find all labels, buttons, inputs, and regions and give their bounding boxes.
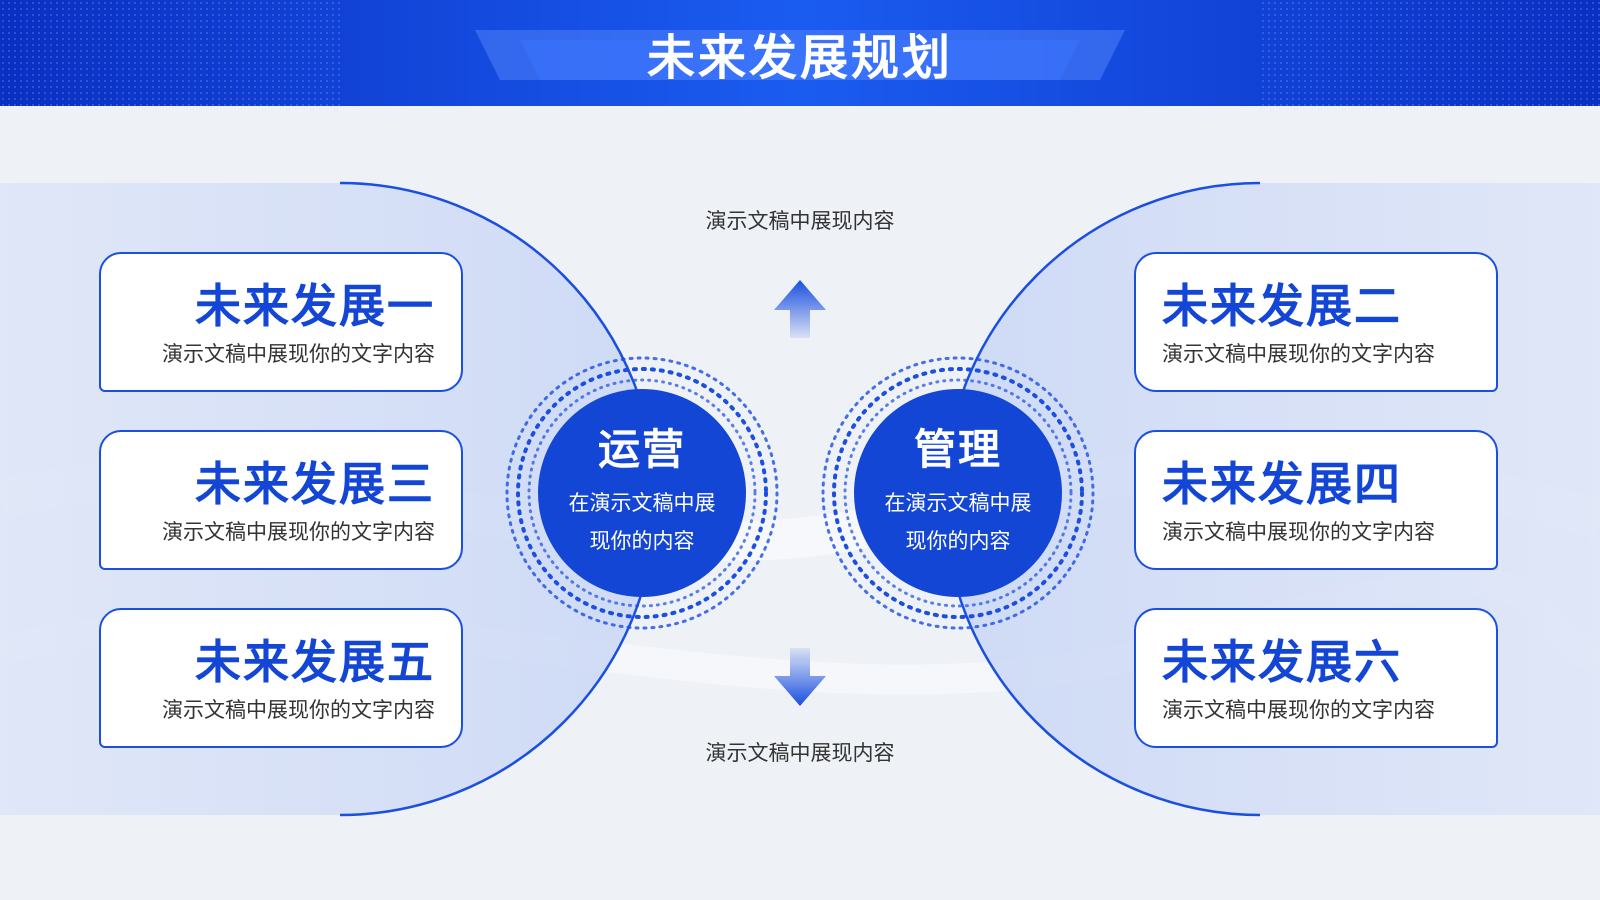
card-title: 未来发展一 (195, 279, 435, 333)
hub-operations-graphic (505, 356, 779, 630)
hub-operations: 运营 在演示文稿中展 现你的内容 (537, 424, 747, 560)
hub-management-graphic (821, 356, 1095, 630)
card-title: 未来发展三 (195, 457, 435, 511)
hub-desc-line1: 在演示文稿中展 (884, 491, 1032, 515)
card-development-5: 未来发展五 演示文稿中展现你的文字内容 (99, 608, 463, 748)
card-title: 未来发展二 (1162, 279, 1402, 333)
hub-management: 管理 在演示文稿中展 现你的内容 (853, 424, 1063, 560)
top-caption: 演示文稿中展现内容 (705, 209, 895, 233)
card-desc: 演示文稿中展现你的文字内容 (1162, 698, 1435, 722)
card-title: 未来发展四 (1162, 457, 1402, 511)
card-development-6: 未来发展六 演示文稿中展现你的文字内容 (1134, 608, 1498, 748)
bottom-caption: 演示文稿中展现内容 (705, 741, 895, 765)
hub-title: 管理 (913, 425, 1002, 474)
card-desc: 演示文稿中展现你的文字内容 (162, 342, 435, 366)
hub-desc-line1: 在演示文稿中展 (568, 491, 716, 515)
hub-desc-line2: 现你的内容 (589, 529, 695, 553)
arrow-down-icon (774, 648, 826, 706)
card-development-1: 未来发展一 演示文稿中展现你的文字内容 (99, 252, 463, 392)
page-title: 未来发展规划 (646, 30, 953, 86)
card-desc: 演示文稿中展现你的文字内容 (162, 520, 435, 544)
card-desc: 演示文稿中展现你的文字内容 (162, 698, 435, 722)
card-title: 未来发展六 (1162, 635, 1402, 689)
card-desc: 演示文稿中展现你的文字内容 (1162, 520, 1435, 544)
card-development-2: 未来发展二 演示文稿中展现你的文字内容 (1134, 252, 1498, 392)
card-development-4: 未来发展四 演示文稿中展现你的文字内容 (1134, 430, 1498, 570)
hub-title: 运营 (597, 425, 686, 474)
card-title: 未来发展五 (195, 635, 435, 689)
hub-desc-line2: 现你的内容 (905, 529, 1011, 553)
header-banner (0, 0, 1600, 106)
card-desc: 演示文稿中展现你的文字内容 (1162, 342, 1435, 366)
card-development-3: 未来发展三 演示文稿中展现你的文字内容 (99, 430, 463, 570)
arrow-up-icon (774, 280, 826, 338)
